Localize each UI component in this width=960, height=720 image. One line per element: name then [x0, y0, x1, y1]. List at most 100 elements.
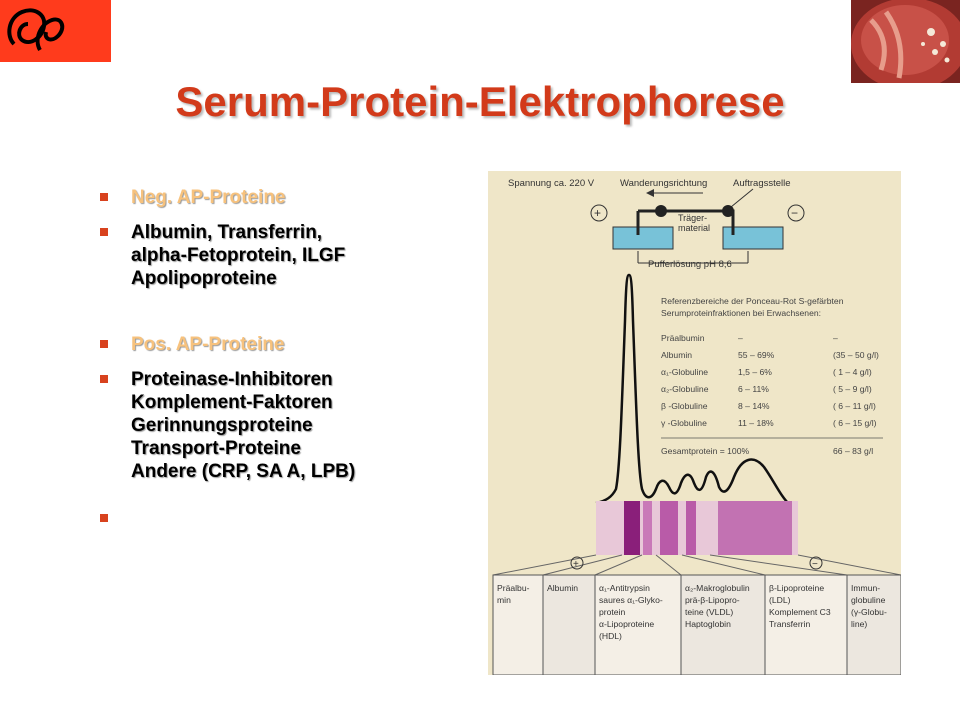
- electrophoresis-figure: Spannung ca. 220 V Wanderungsrichtung Au…: [488, 171, 902, 676]
- fraction-label: Albumin: [547, 583, 578, 593]
- fraction-label: (LDL): [769, 595, 791, 605]
- band-albumin: [624, 501, 640, 555]
- fraction-column: [680, 574, 766, 676]
- fraction-label: protein: [599, 607, 625, 617]
- ref-cell: ( 1 – 4 g/l): [833, 367, 872, 377]
- fraction-label: prä-β-Lipopro-: [685, 595, 740, 605]
- fraction-label: α₁-Antitrypsin: [599, 583, 650, 593]
- fraction-label: Transferrin: [769, 619, 810, 629]
- bullet-line: alpha-Fetoprotein, ILGF: [131, 245, 346, 266]
- bullet-line: Andere (CRP, SA A, LPB): [131, 461, 356, 482]
- logo-left: [0, 0, 111, 62]
- ref-cell: ( 6 – 15 g/l): [833, 418, 877, 428]
- ref-cell: Präalbumin: [661, 333, 705, 343]
- plus-electrode: [590, 204, 608, 222]
- plus-electrode-label: +: [594, 206, 601, 220]
- logo-left-graphic: [7, 8, 65, 52]
- bullet-pos-ap-header: Pos. AP-Proteine: [100, 333, 470, 356]
- bullet-line: Pos. AP-Proteine: [131, 334, 285, 355]
- ref-cell: ( 6 – 11 g/l): [833, 401, 876, 411]
- ref-cell: ( 5 – 9 g/l): [833, 384, 872, 394]
- fraction-label: α-Lipoproteine: [599, 619, 654, 629]
- direction-arrowhead: [646, 189, 654, 197]
- ref-total-label: Gesamtprotein = 100%: [661, 446, 749, 456]
- bullet-line: Proteinase-Inhibitoren: [131, 369, 333, 390]
- ref-cell: 55 – 69%: [738, 350, 775, 360]
- gel-strip: [596, 501, 798, 555]
- buffer-tank-right: [722, 226, 784, 250]
- ref-cell: γ -Globuline: [661, 418, 707, 428]
- bullet-line: Komplement-Faktoren: [131, 392, 333, 413]
- fraction-label: α₂-Makroglobulin: [685, 583, 750, 593]
- gel-plus-label: +: [573, 559, 579, 570]
- voltage-label: Spannung ca. 220 V: [508, 178, 595, 189]
- bullet-line: Albumin, Transferrin,: [131, 222, 323, 243]
- fraction-column: [764, 574, 848, 676]
- fraction-label: saures α₁-Glyko-: [599, 595, 663, 605]
- bullet-marker: [100, 228, 108, 236]
- bullet-neg-ap-header: Neg. AP-Proteine: [100, 186, 470, 209]
- band-beta: [686, 501, 696, 555]
- densitometry-curve: [595, 273, 791, 506]
- carrier-roller-left: [655, 205, 667, 217]
- ref-title-line-1: Referenzbereiche der Ponceau-Rot S-gefär…: [661, 296, 844, 306]
- carrier-label: Träger- material: [678, 213, 710, 233]
- ref-title-line-2: Serumproteinfraktionen bei Erwachsenen:: [661, 308, 821, 318]
- carrier-label-line-2: material: [678, 223, 710, 233]
- fraction-label: β-Lipoproteine: [769, 583, 824, 593]
- fraction-columns: Präalbu-min Albumin α₁-Antitrypsin saures α…: [492, 574, 902, 676]
- bullet-marker: [100, 375, 108, 383]
- application-pointer: [730, 188, 754, 208]
- bullet-marker: [100, 193, 108, 201]
- ref-cell: α₁-Globuline: [661, 367, 708, 377]
- minus-electrode-label: −: [791, 206, 798, 220]
- ref-cell: α₂-Globuline: [661, 384, 709, 394]
- ref-cell: Albumin: [661, 350, 692, 360]
- ref-cell: –: [738, 333, 743, 343]
- gel-minus-label: −: [812, 559, 818, 570]
- ref-cell: 8 – 14%: [738, 401, 770, 411]
- band-gamma: [718, 501, 792, 555]
- band-alpha1: [643, 501, 652, 555]
- ref-cell: β -Globuline: [661, 401, 708, 411]
- ref-cell: (35 – 50 g/l): [833, 350, 879, 360]
- bullet-marker: [100, 340, 108, 348]
- minus-electrode: [787, 204, 805, 222]
- fraction-column: [492, 574, 544, 676]
- buffer-tank-left: [612, 226, 674, 250]
- fraction-label: globuline: [851, 595, 886, 605]
- ref-total-range: 66 – 83 g/l: [833, 446, 873, 456]
- direction-label: Wanderungsrichtung: [620, 178, 707, 189]
- fraction-label: line): [851, 619, 867, 629]
- fraction-label: Immun-: [851, 583, 880, 593]
- bullet-line: Gerinnungsproteine: [131, 415, 313, 436]
- fraction-label: Komplement C3: [769, 607, 831, 617]
- carrier-label-line-1: Träger-: [678, 213, 707, 223]
- fraction-label: (γ-Globu-: [851, 607, 887, 617]
- fraction-connectors: [492, 554, 902, 576]
- bullet-marker: [100, 514, 108, 522]
- bullet-line: Transport-Proteine: [131, 438, 301, 459]
- buffer-label: Pufferlösung pH 8,6: [648, 259, 732, 270]
- bullet-line: Apolipoproteine: [131, 268, 277, 289]
- ref-cell: 6 – 11%: [738, 384, 769, 394]
- fraction-label: Haptoglobin: [685, 619, 731, 629]
- gel-plus-icon: [570, 556, 584, 570]
- fraction-label: min: [497, 595, 511, 605]
- bullet-line: Neg. AP-Proteine: [131, 187, 286, 208]
- carrier-roller-right: [722, 205, 734, 217]
- petri-dish-image: [851, 0, 960, 90]
- application-label: Auftragsstelle: [733, 178, 791, 189]
- fraction-column: [846, 574, 902, 676]
- ref-cell: 1,5 – 6%: [738, 367, 772, 377]
- fraction-column: [542, 574, 596, 676]
- ref-cell: –: [833, 333, 838, 343]
- fraction-label: teine (VLDL): [685, 607, 733, 617]
- bullet-neg-ap-proteins: Albumin, Transferrin, alpha-Fetoprotein,…: [100, 221, 470, 290]
- bullet-pos-ap-proteins: Proteinase-Inhibitoren Komplement-Faktor…: [100, 368, 470, 483]
- ref-table: Präalbumin – – Albumin 55 – 69% (35 – 50 g/l)…: [661, 333, 879, 428]
- fraction-label: Präalbu-: [497, 583, 530, 593]
- electrophoresis-diagram: Spannung ca. 220 V Wanderungsrichtung Au…: [492, 178, 902, 676]
- ref-cell: 11 – 18%: [738, 418, 774, 428]
- fraction-label: (HDL): [599, 631, 622, 641]
